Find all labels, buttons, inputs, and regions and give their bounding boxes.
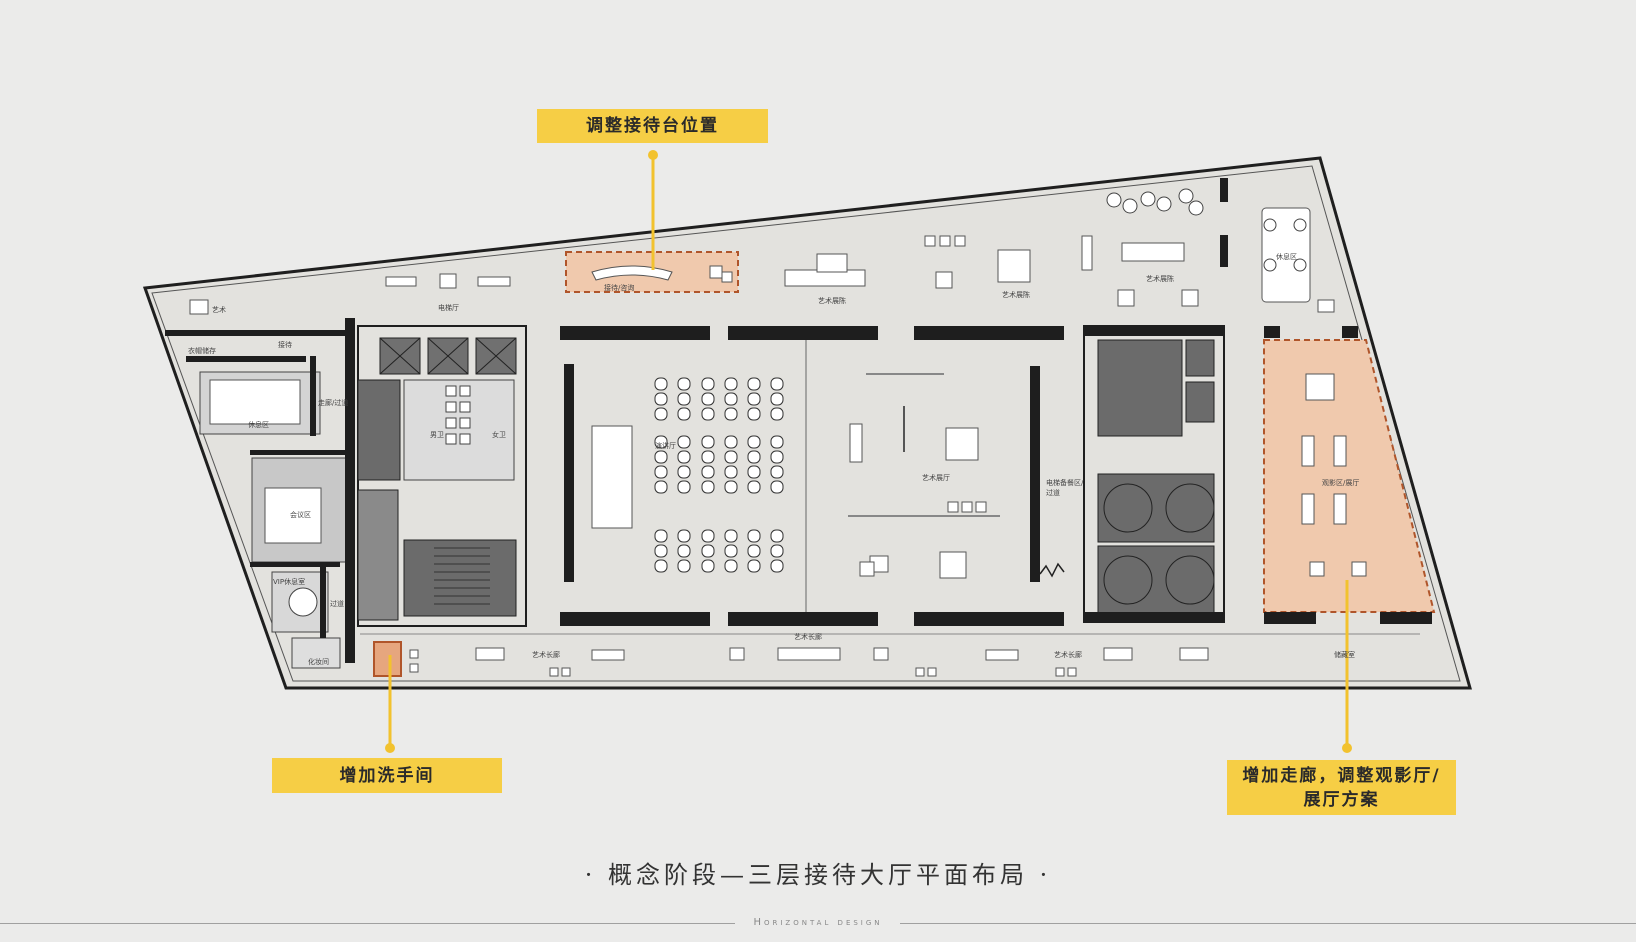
callout-corridor: 增加走廊，调整观影厅/ 展厅方案 bbox=[1227, 760, 1456, 815]
label-art-corridor-3: 艺术长廊 bbox=[1054, 651, 1082, 659]
core-dark-2 bbox=[357, 489, 399, 621]
label-viewing-hall: 观影区/展厅 bbox=[1322, 479, 1360, 487]
stair-lines bbox=[434, 547, 490, 605]
viewing-hall-items bbox=[1301, 373, 1367, 577]
reception-item bbox=[709, 265, 723, 279]
label-vip: VIP休息室 bbox=[273, 578, 306, 586]
callout-dot-restroom bbox=[385, 743, 395, 753]
callout-dot-corridor bbox=[1342, 743, 1352, 753]
label-reception-desk: 接待/咨询 bbox=[604, 284, 635, 292]
label-corridor: 走廊/过道 bbox=[318, 399, 349, 407]
restroom-highlight bbox=[373, 641, 402, 677]
right-core-walls bbox=[1084, 326, 1224, 622]
label-female-wc: 女卫 bbox=[492, 431, 506, 439]
callout-corridor-line1: 增加走廊，调整观影厅/ bbox=[1242, 765, 1441, 786]
label-storage: 储藏室 bbox=[1334, 651, 1355, 659]
top-lounge-chairs bbox=[1106, 188, 1307, 272]
label-elevator-passage: 电梯备餐区/过道 bbox=[1046, 479, 1084, 497]
right-stair-circles bbox=[1103, 483, 1215, 605]
label-elevator-hall: 电梯厅 bbox=[438, 304, 459, 312]
callout-restroom: 增加洗手间 bbox=[272, 758, 502, 793]
toilet-stalls bbox=[445, 385, 471, 445]
page-title: · 概念阶段—三层接待大厅平面布局 · bbox=[584, 861, 1052, 889]
divider-right bbox=[900, 923, 1636, 924]
building-inner-outline bbox=[151, 165, 1461, 682]
label-art-display-2: 艺术展陈 bbox=[1002, 291, 1030, 299]
callout-dot-reception bbox=[648, 150, 658, 160]
label-art-exhibit-hall: 艺术展厅 bbox=[922, 474, 950, 482]
top-wall-segment-2 bbox=[1220, 235, 1228, 267]
reception-item-2 bbox=[721, 271, 733, 283]
callout-corridor-line2: 展厅方案 bbox=[1303, 789, 1380, 810]
top-wall-segment bbox=[1220, 178, 1228, 202]
top-furniture bbox=[189, 207, 1335, 315]
toilet-block bbox=[403, 379, 515, 481]
right-core-blocks bbox=[1097, 339, 1215, 615]
label-art-corridor-2: 艺术长廊 bbox=[794, 633, 822, 641]
elevator-cross bbox=[379, 337, 517, 375]
stairs bbox=[403, 539, 517, 617]
label-art-display-3: 艺术展陈 bbox=[1146, 275, 1174, 283]
label-meeting: 会议区 bbox=[290, 511, 311, 519]
label-art-display: 艺术展陈 bbox=[818, 297, 846, 305]
hall-walls bbox=[560, 326, 1064, 626]
label-rest-area: 休息区 bbox=[248, 421, 269, 429]
label-reception-small: 接待 bbox=[278, 341, 292, 349]
divider-left bbox=[0, 923, 735, 924]
viewing-hall-highlight bbox=[1263, 339, 1436, 613]
label-art-corridor-1: 艺术长廊 bbox=[532, 651, 560, 659]
stage bbox=[591, 425, 633, 529]
core-dark bbox=[357, 379, 401, 481]
label-cloakroom: 衣帽储存 bbox=[188, 347, 216, 355]
exhibit-elements bbox=[849, 423, 987, 579]
right-walls bbox=[1264, 326, 1432, 624]
left-wing bbox=[199, 371, 351, 669]
bottom-furniture bbox=[409, 647, 1209, 677]
lecture-seats bbox=[654, 377, 784, 573]
page-subtitle: Horizontal design bbox=[753, 917, 883, 928]
label-lounge-tr: 休息区 bbox=[1276, 253, 1297, 261]
page-title-text: 概念阶段—三层接待大厅平面布局 bbox=[608, 861, 1028, 889]
label-art-tl: 艺术 bbox=[212, 306, 226, 314]
label-passage: 过道 bbox=[330, 600, 344, 608]
label-performance-hall: 演讲厅 bbox=[655, 442, 676, 450]
callout-reception: 调整接待台位置 bbox=[537, 109, 768, 143]
label-makeup: 化妆间 bbox=[308, 658, 329, 666]
left-wing-walls bbox=[165, 318, 355, 663]
wave-icon bbox=[1039, 562, 1065, 578]
label-male-wc: 男卫 bbox=[430, 431, 444, 439]
